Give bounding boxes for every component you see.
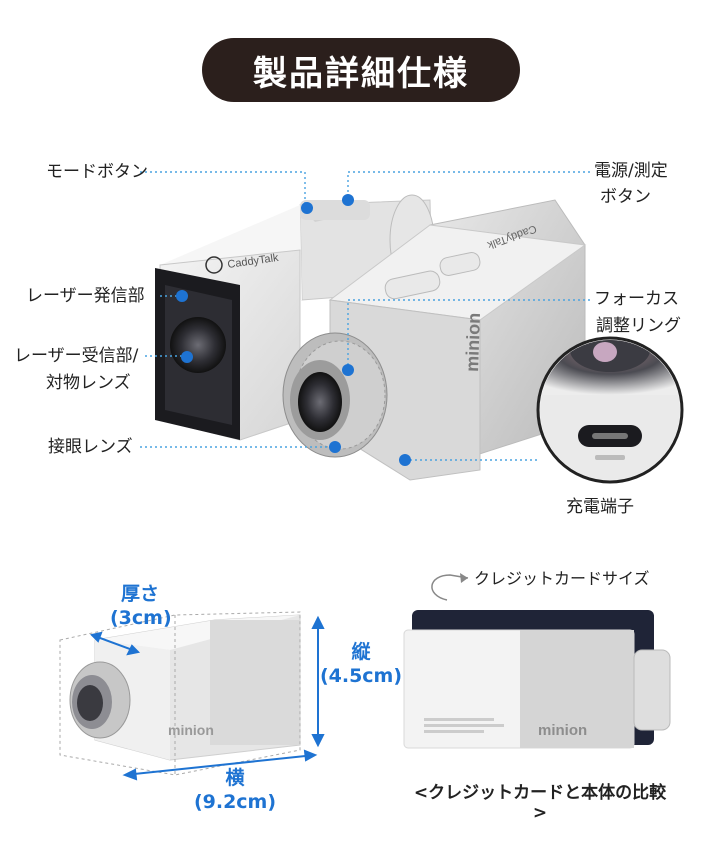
page-title: 製品詳細仕様 — [202, 38, 520, 102]
credit-card-size-label: クレジットカードサイズ — [474, 569, 650, 588]
charging-port-zoom — [536, 336, 684, 484]
label-charging-port: 充電端子 — [566, 497, 634, 517]
label-laser-receiver-1: レーザー受信部/ — [14, 346, 139, 366]
dim-thickness-value: (3cm) — [110, 607, 172, 629]
dim-width-label: 横 — [225, 767, 245, 789]
svg-text:minion: minion — [538, 722, 587, 739]
label-eyepiece: 接眼レンズ — [48, 437, 133, 457]
label-laser-emitter: レーザー発信部 — [26, 286, 145, 306]
credit-card-comparison: minion — [403, 573, 671, 749]
callout-dots — [176, 194, 411, 466]
label-mode-button: モードボタン — [46, 162, 148, 182]
dim-thickness-label: 厚さ — [120, 583, 159, 605]
model-logo-text: minion — [462, 312, 484, 372]
svg-text:minion: minion — [168, 722, 214, 738]
dimension-drawing: minion — [59, 611, 325, 781]
label-focus-1: フォーカス — [594, 289, 679, 309]
dim-height-label: 縦 — [351, 641, 371, 663]
dim-width-value: (9.2cm) — [193, 791, 277, 813]
label-power-1: 電源/測定 — [594, 161, 668, 181]
label-power-2: ボタン — [600, 187, 651, 207]
dim-height-value: (4.5cm) — [319, 665, 403, 687]
label-laser-receiver-2: 対物レンズ — [46, 373, 131, 393]
label-focus-2: 調整リング — [596, 316, 681, 336]
comparison-caption: <クレジットカードと本体の比較> — [413, 783, 667, 823]
device-front-view: CaddyTalk — [155, 194, 435, 441]
